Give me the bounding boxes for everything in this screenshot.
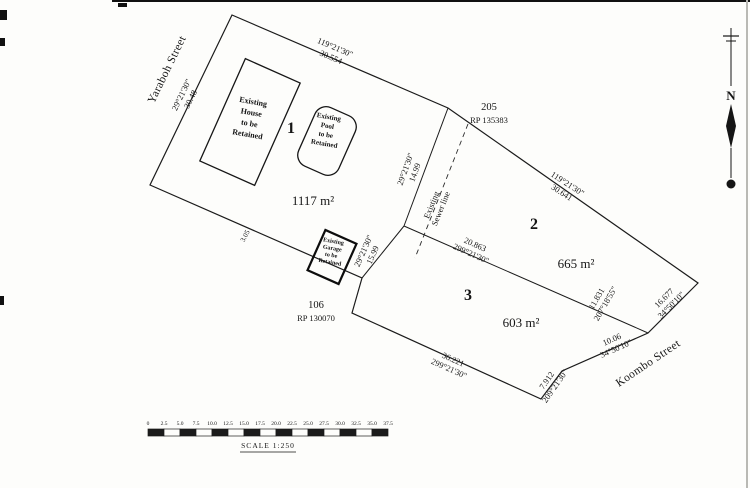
dim-top-boundary-2: 119°21'30" 30.641 <box>549 169 586 203</box>
dim-offset: 3.05 <box>239 228 252 243</box>
scale-tick-label: 37.5 <box>383 421 393 427</box>
lot2-lot3-boundary <box>403 225 649 334</box>
dim-southeast: 7.912 209°21'30" <box>537 368 570 405</box>
scale-bar-label: SCALE 1:250 <box>241 441 295 450</box>
scale-tick-label: 12.5 <box>223 421 233 427</box>
scale-bar-segment <box>227 428 245 437</box>
dim-lot3-west: 29°21'30" 15.99 <box>352 233 381 268</box>
house-label-line: to be <box>240 118 258 130</box>
dim-corner-splay: 16.677 34°50'10" <box>652 286 686 320</box>
scale-bar-segment <box>291 428 309 437</box>
north-letter: N <box>726 88 736 103</box>
garage-label-line: Garage <box>322 244 342 253</box>
pool-label: Existing Pool to be Retained <box>310 111 342 150</box>
dim-bottom-boundary: 36.221 299°21'30" <box>430 350 469 381</box>
lot1-area: 1117 m² <box>292 193 334 208</box>
scale-tick-label: 22.5 <box>287 421 297 427</box>
scale-bar-segment <box>339 428 357 437</box>
scale-tick-label: 20.0 <box>271 421 281 427</box>
scan-artifact <box>0 38 5 46</box>
scale-bar-segment <box>307 428 325 437</box>
scale-bar-segment <box>179 428 197 437</box>
scale-bar: 0 2.5 5.0 7.5 10.0 12.5 15.0 17.5 20.0 22.5 25.0 27… <box>147 421 393 453</box>
scale-bar-segment <box>211 428 229 437</box>
scan-artifact <box>0 10 7 20</box>
lot1-lot3-boundary <box>361 225 405 279</box>
scale-tick-label: 7.5 <box>193 421 200 427</box>
scale-tick-label: 0 <box>147 421 150 427</box>
scale-tick-label: 25.0 <box>303 421 313 427</box>
garage-label-line: Retained <box>318 258 342 268</box>
scale-bar-segments <box>147 428 389 437</box>
garage-label-line: Existing <box>323 237 345 247</box>
dim-lot2-lot3: 20.863 299°21'30" <box>452 235 491 266</box>
garage-label-line: to be <box>324 252 338 260</box>
lot3-number: 3 <box>464 287 472 304</box>
scale-tick-label: 10.0 <box>207 421 217 427</box>
garage-outline <box>306 228 358 286</box>
scan-artifact <box>118 3 127 7</box>
scale-bar-segment <box>259 428 277 437</box>
lot2-area: 665 m² <box>558 256 595 271</box>
sewer-line <box>414 123 469 259</box>
scale-bar-segment <box>275 428 293 437</box>
house-outline <box>198 57 302 187</box>
dim-koombo-frontage: 10.06 34°50'10" <box>598 331 633 360</box>
scale-bar-segment <box>323 428 341 437</box>
scale-bar-segment <box>195 428 213 437</box>
scale-bar-segment <box>243 428 261 437</box>
scale-tick-label: 32.5 <box>351 421 361 427</box>
adjoining-lot-106-number: 106 <box>308 300 324 311</box>
scan-artifact <box>746 0 748 488</box>
north-arrow-base-dot <box>726 179 736 189</box>
scale-bar-segment <box>355 428 373 437</box>
scale-tick-label: 27.5 <box>319 421 329 427</box>
lot1-lot2-boundary <box>403 107 449 227</box>
adjoining-lot-205-rp: RP 135383 <box>470 115 508 125</box>
scale-bar-ticks: 0 2.5 5.0 7.5 10.0 12.5 15.0 17.5 20.0 22.5 25.0 27… <box>147 421 393 427</box>
lot3-area: 603 m² <box>503 315 540 330</box>
scale-tick-label: 30.0 <box>335 421 345 427</box>
parcel-boundary <box>149 14 699 400</box>
adjoining-lot-205-number: 205 <box>481 102 497 113</box>
scale-tick-label: 5.0 <box>177 421 184 427</box>
svg-text:3.05: 3.05 <box>239 228 252 243</box>
scan-artifact <box>112 0 750 2</box>
scale-bar-segment <box>147 428 165 437</box>
house-label-line: House <box>240 106 263 119</box>
scale-tick-label: 15.0 <box>239 421 249 427</box>
north-arrow: N <box>723 28 739 189</box>
north-arrow-diamond <box>726 104 736 148</box>
scale-tick-label: 2.5 <box>161 421 168 427</box>
garage-label: Existing Garage to be Retained <box>318 237 345 268</box>
scale-bar-segment <box>371 428 389 437</box>
dim-east: 11.831 207°18'55" <box>586 284 619 322</box>
scale-tick-label: 35.0 <box>367 421 377 427</box>
scale-tick-label: 17.5 <box>255 421 265 427</box>
scan-artifact <box>0 296 4 305</box>
pool-label-line: Pool <box>320 121 334 131</box>
sewer-line-label: Existing Sewer line <box>421 189 452 227</box>
scale-bar-segment <box>163 428 181 437</box>
pool-outline <box>297 106 357 176</box>
pool-label-line: Retained <box>310 137 338 150</box>
lot2-number: 2 <box>530 216 538 233</box>
adjoining-lot-106-rp: RP 130070 <box>297 313 335 323</box>
pool-label-line: to be <box>318 130 334 140</box>
dim-lot1-east: 29°21'30" 14.99 <box>395 151 423 186</box>
house-label: Existing House to be Retained <box>232 95 268 142</box>
house-label-line: Retained <box>232 127 264 141</box>
lot1-number: 1 <box>287 120 295 137</box>
